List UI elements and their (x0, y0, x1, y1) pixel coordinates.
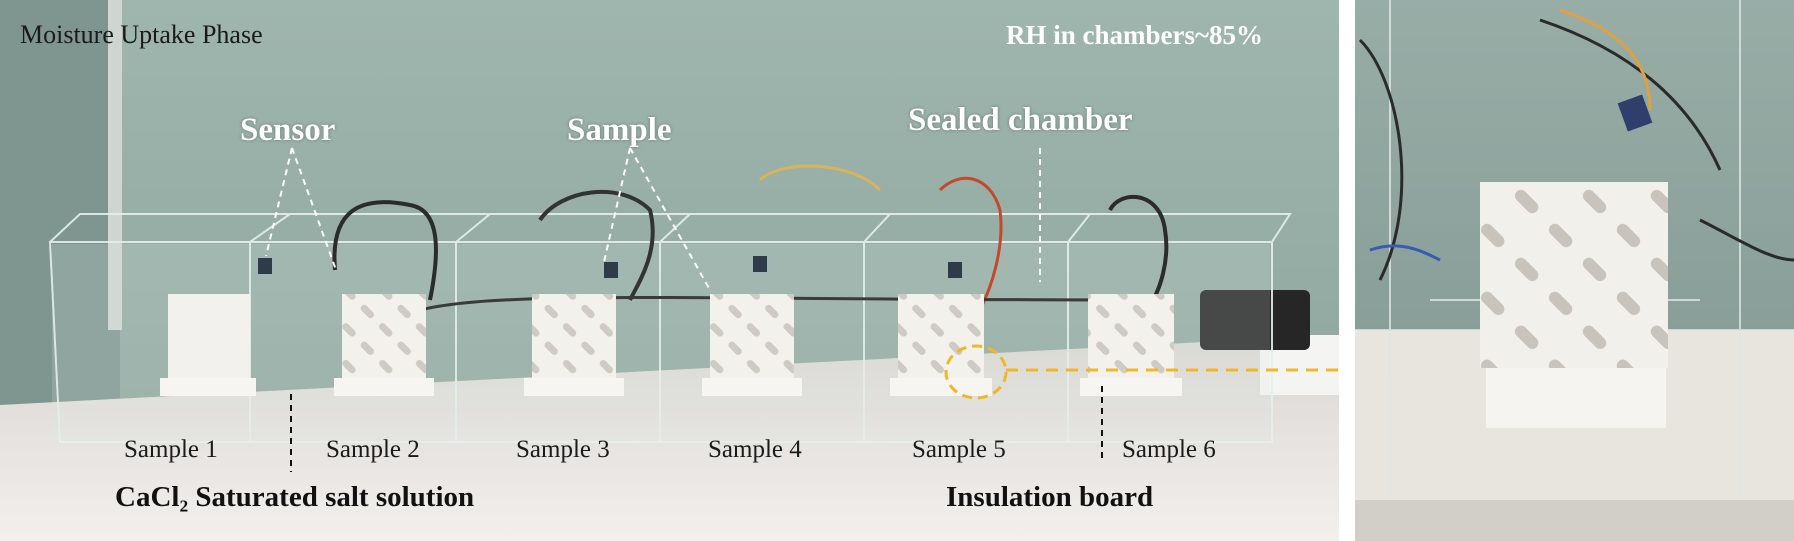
right-photo-panel (1355, 0, 1794, 541)
sample-label-5: Sample 5 (912, 436, 1006, 463)
sample-1-block (168, 294, 250, 380)
sample-3-block (532, 294, 616, 380)
sample-label-3: Sample 3 (516, 436, 610, 463)
zoom-sample-block (1480, 182, 1668, 368)
table-surface (0, 335, 1339, 541)
sample-label-4: Sample 4 (708, 436, 802, 463)
wall-left-shadow (0, 0, 120, 410)
sensor-module (258, 258, 272, 274)
sensor-modules (258, 256, 962, 278)
sample-label-2: Sample 2 (326, 436, 420, 463)
sensor-module (948, 262, 962, 278)
window-frame (108, 0, 122, 330)
sample-2-block (342, 294, 426, 380)
rh-condition-label: RH in chambers~85% (1006, 20, 1264, 50)
callout-sensor: Sensor (240, 112, 336, 148)
insulation-board-label: Insulation board (946, 481, 1154, 513)
sample-label-6: Sample 6 (1122, 436, 1216, 463)
callout-sealed-chamber: Sealed chamber (908, 102, 1133, 138)
sensor-module (604, 262, 618, 278)
zoom-sensor-module (1617, 94, 1653, 132)
panel-title: Moisture Uptake Phase (20, 20, 263, 49)
chamber-row (48, 213, 1292, 443)
samples (160, 294, 1182, 396)
highlight-circle (944, 344, 1008, 400)
sample-5-block (898, 294, 984, 380)
callout-sample: Sample (567, 112, 672, 148)
power-adapter (1200, 290, 1310, 350)
panel-gutter (1339, 0, 1355, 541)
zoom-insulation-board (1486, 368, 1666, 428)
bottom-callout-lines (290, 386, 1103, 472)
callout-lines (265, 147, 1041, 291)
salt-solution-label: CaCl₂ Saturated salt solution (115, 481, 475, 513)
sample-4-block (710, 294, 794, 380)
sensor-module (753, 256, 767, 272)
sample-6-block (1088, 294, 1174, 380)
acrylic-tint (52, 244, 1270, 440)
sample-label-1: Sample 1 (124, 436, 218, 463)
